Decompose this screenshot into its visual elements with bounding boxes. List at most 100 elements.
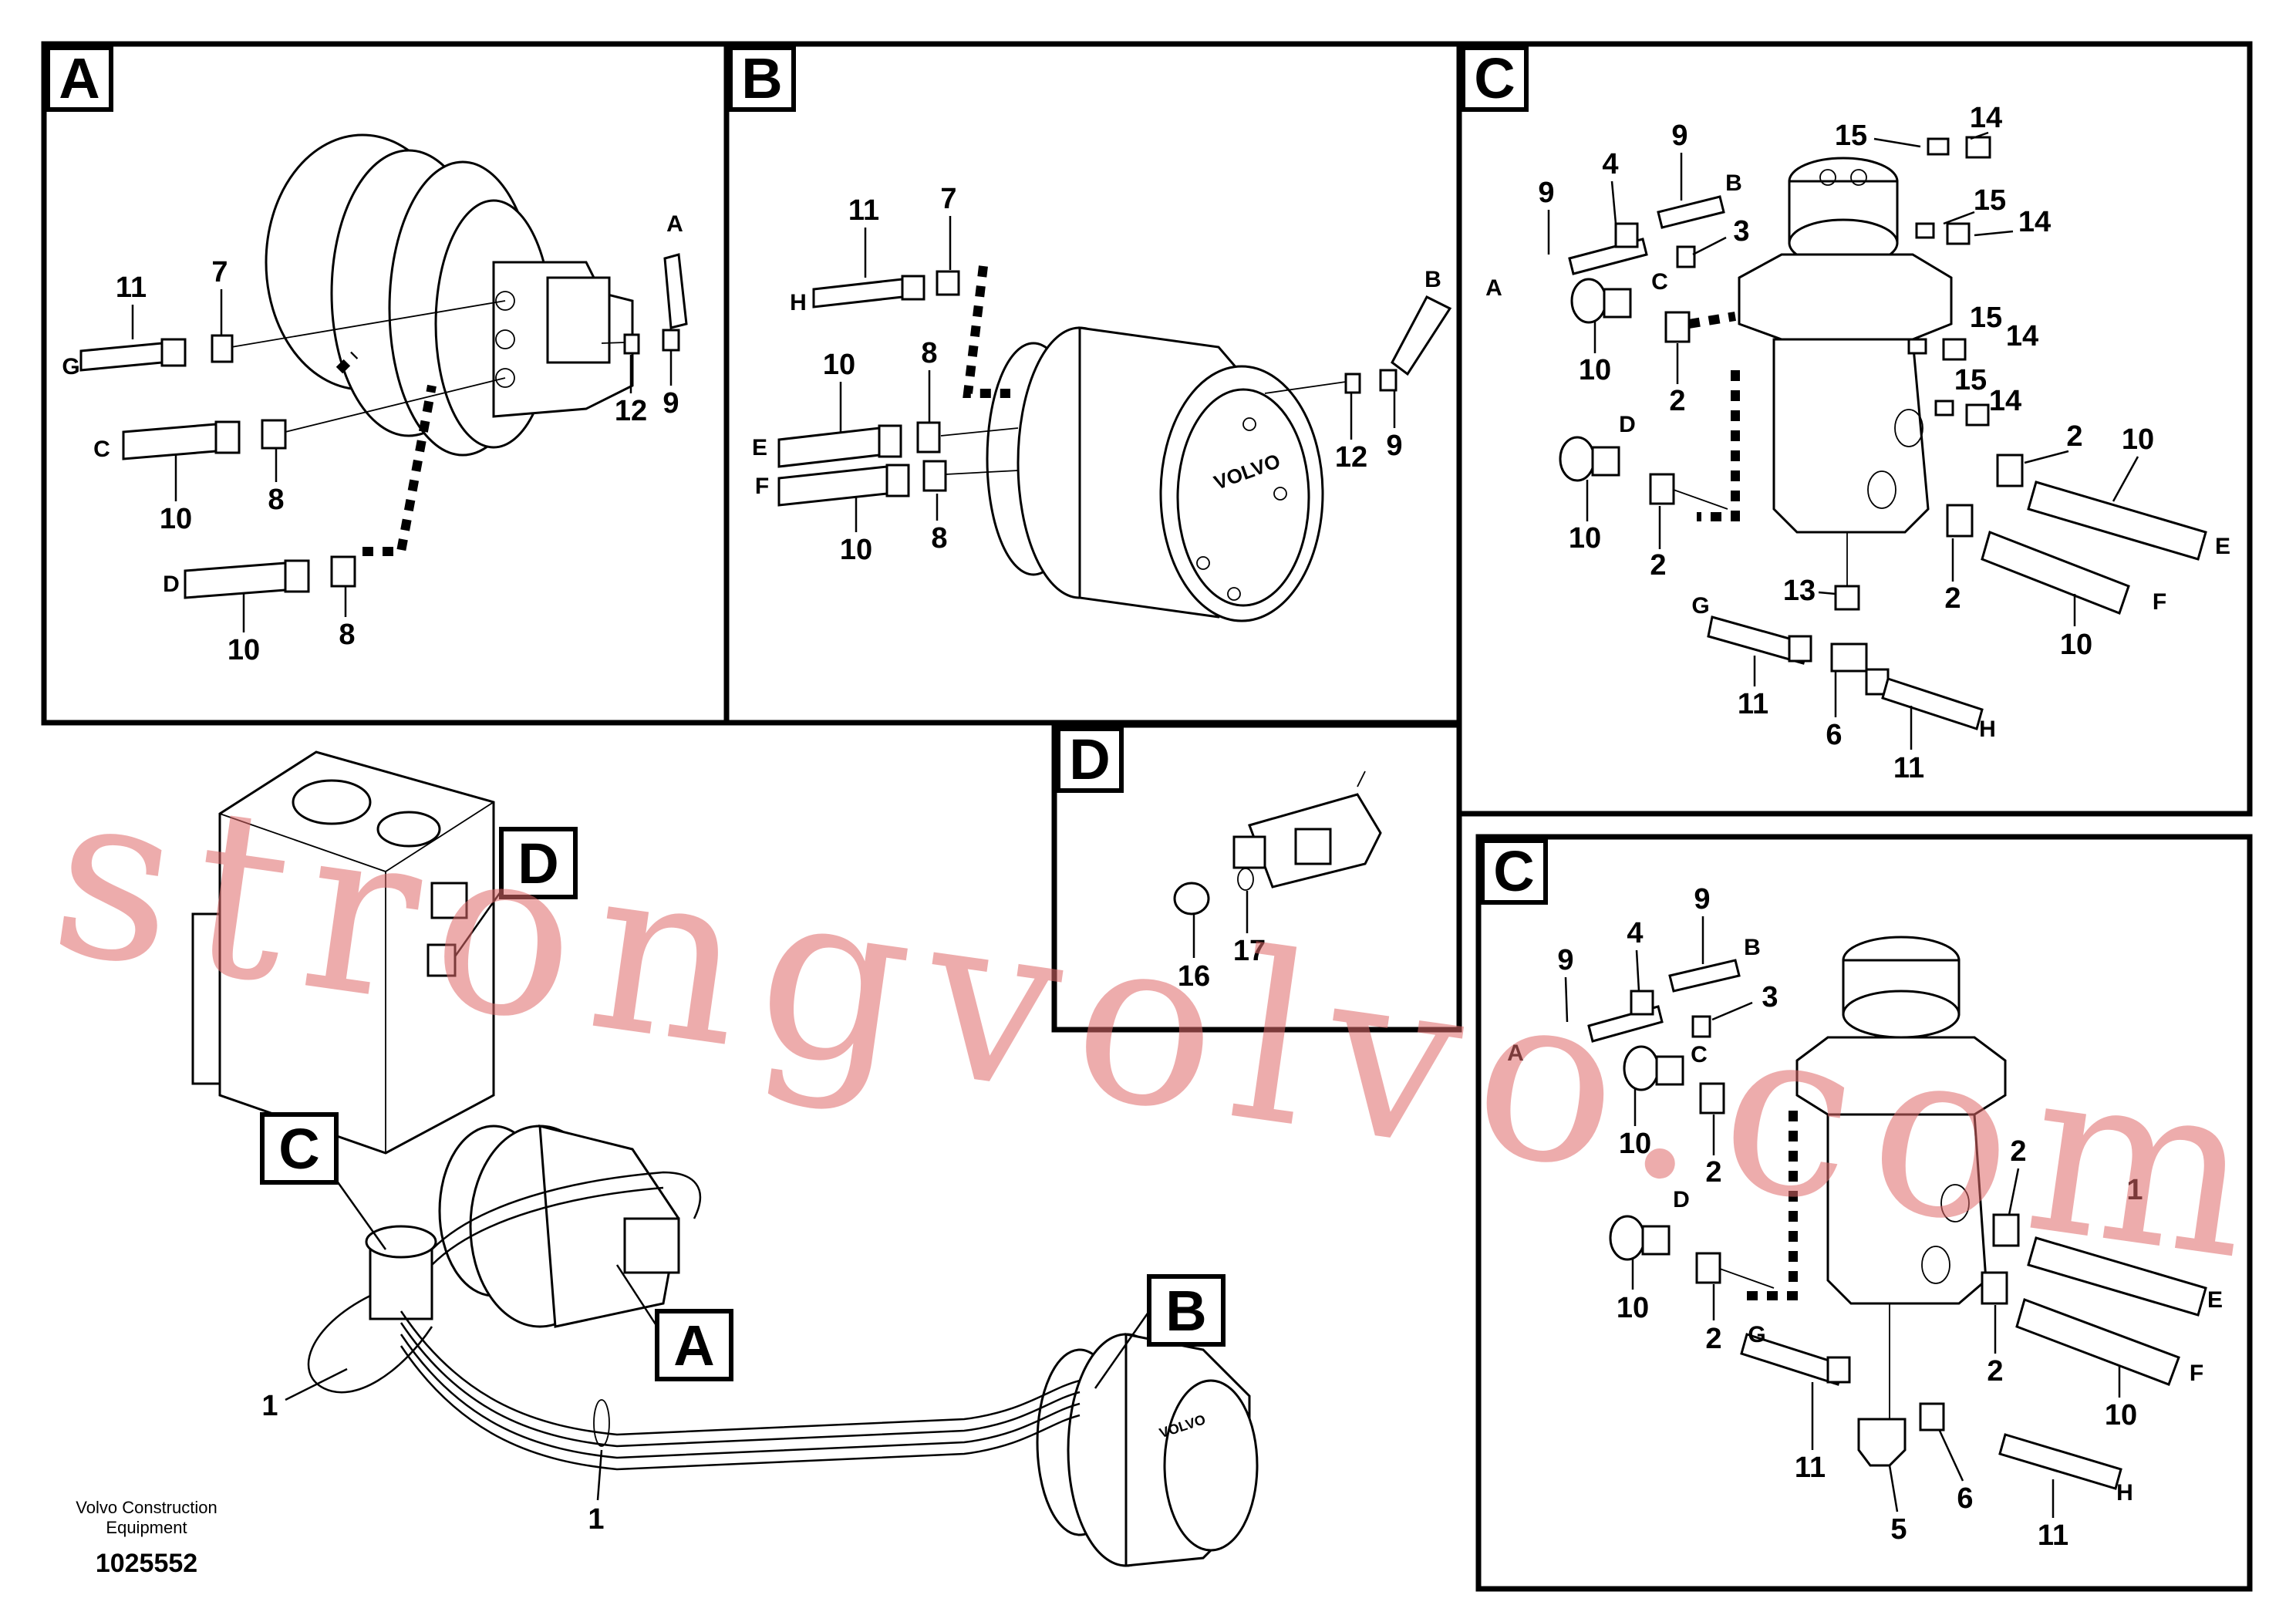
callout-14: 14 (2018, 206, 2051, 238)
panel-c-bottom-tag: C (1493, 839, 1534, 903)
connection-label: D (1673, 1187, 1690, 1212)
overview-tag-b: B (1165, 1279, 1206, 1343)
connection-label: A (1485, 275, 1502, 301)
callout-5: 5 (1890, 1513, 1907, 1546)
connection-label: F (2153, 589, 2166, 615)
panel-c-top-tag: C (1474, 46, 1515, 110)
callout-1: 1 (261, 1390, 278, 1422)
callout-2: 2 (2010, 1135, 2026, 1168)
callout-14: 14 (2006, 320, 2038, 352)
connection-label: D (163, 572, 180, 597)
callout-2: 2 (1987, 1355, 2003, 1388)
callout-10: 10 (228, 634, 260, 666)
callout-8: 8 (931, 522, 947, 555)
panel-c-top: C (1456, 41, 2253, 817)
hose-g-a (79, 300, 506, 372)
panel-b-tag: B (741, 46, 782, 110)
hydraulic-tank (191, 750, 495, 1155)
callout-3: 3 (1733, 215, 1749, 248)
panel-d-tag: D (1069, 727, 1110, 791)
callout-10: 10 (2105, 1399, 2137, 1431)
callout-17: 17 (1233, 935, 1266, 967)
travel-motor-b: VOLVO (986, 326, 1324, 622)
hose-c-a (122, 377, 506, 460)
callout-2: 2 (1650, 549, 1666, 582)
callout-15: 15 (1835, 120, 1867, 152)
callout-11: 11 (1738, 688, 1768, 720)
callout-9: 9 (1694, 883, 1710, 916)
callout-9: 9 (663, 387, 679, 420)
callout-14: 14 (1989, 385, 2021, 417)
callout-7: 7 (940, 183, 956, 215)
callout-10: 10 (2060, 629, 2092, 661)
hose-b-b (1264, 295, 1452, 394)
panel-a-tag: A (59, 46, 99, 110)
connection-label: H (790, 290, 807, 315)
overview-tag-c: C (278, 1117, 319, 1181)
callout-10: 10 (1579, 354, 1611, 386)
callout-7: 7 (211, 256, 228, 288)
figure-id: 1025552 (96, 1549, 197, 1578)
callout-11: 11 (1795, 1452, 1826, 1484)
callout-13: 13 (1783, 575, 1816, 607)
panel-a: A (41, 41, 730, 726)
connection-label: E (2207, 1287, 2223, 1313)
valve-assembly-d (1173, 771, 1382, 916)
callout-14: 14 (1970, 102, 2002, 134)
connection-label: F (755, 474, 769, 499)
callout-11: 11 (1893, 752, 1924, 784)
connection-label: F (2190, 1361, 2203, 1386)
connection-label: G (1691, 593, 1709, 619)
callout-9: 9 (1671, 120, 1687, 152)
company-name-line2: Equipment (106, 1518, 187, 1537)
callout-9: 9 (1538, 177, 1554, 209)
travel-motor-a (265, 133, 634, 457)
callout-8: 8 (268, 484, 284, 516)
callout-15: 15 (1954, 364, 1987, 396)
callout-10: 10 (823, 349, 855, 381)
watermark: strongvolvo.com (39, 737, 2268, 1311)
callout-8: 8 (921, 337, 937, 369)
callout-9: 9 (1386, 430, 1402, 462)
connection-label: A (666, 211, 683, 237)
callout-2: 2 (2066, 420, 2082, 453)
callout-1: 1 (588, 1503, 604, 1536)
callout-11: 11 (116, 271, 147, 304)
callout-10: 10 (1617, 1292, 1649, 1324)
fittings-bottom (1587, 959, 2207, 1490)
connection-label: C (1691, 1042, 1708, 1067)
hose-d-a (184, 351, 437, 599)
connection-label: B (1424, 267, 1441, 292)
callout-4: 4 (1602, 148, 1618, 180)
callout-4: 4 (1627, 917, 1643, 949)
hose-bundle (307, 1171, 1081, 1471)
connection-label: C (1651, 269, 1668, 295)
callout-10: 10 (2122, 423, 2154, 456)
callout-2: 2 (1669, 385, 1685, 417)
callout-1: 1 (2126, 1174, 2143, 1206)
panel-c-bottom: C (1475, 834, 2253, 1592)
callout-11: 11 (2038, 1519, 2068, 1552)
hose-h-b (812, 265, 1010, 398)
company-name: Volvo Construction (76, 1498, 217, 1517)
travel-motor-rear: VOLVO (1036, 1333, 1259, 1567)
callout-2: 2 (1944, 582, 1961, 615)
callout-9: 9 (1557, 944, 1573, 976)
callout-10: 10 (160, 503, 192, 535)
callout-2: 2 (1705, 1323, 1721, 1355)
footer: Volvo Construction Equipment 1025552 (76, 1498, 217, 1578)
callout-10: 10 (1569, 522, 1601, 555)
callout-11: 11 (848, 194, 879, 227)
swivel-joint-top (1738, 157, 1953, 534)
overview-tag-d: D (518, 831, 558, 895)
connection-label: H (2116, 1480, 2133, 1506)
callout-15: 15 (1970, 302, 2002, 334)
callout-10: 10 (1619, 1128, 1651, 1160)
swivel-joint-bottom (1795, 936, 2007, 1305)
connection-label: G (1748, 1322, 1765, 1347)
callout-12: 12 (1335, 441, 1367, 474)
callout-3: 3 (1762, 981, 1778, 1013)
panel-b: B VOLVO (723, 41, 1462, 726)
connection-label: G (62, 354, 79, 379)
